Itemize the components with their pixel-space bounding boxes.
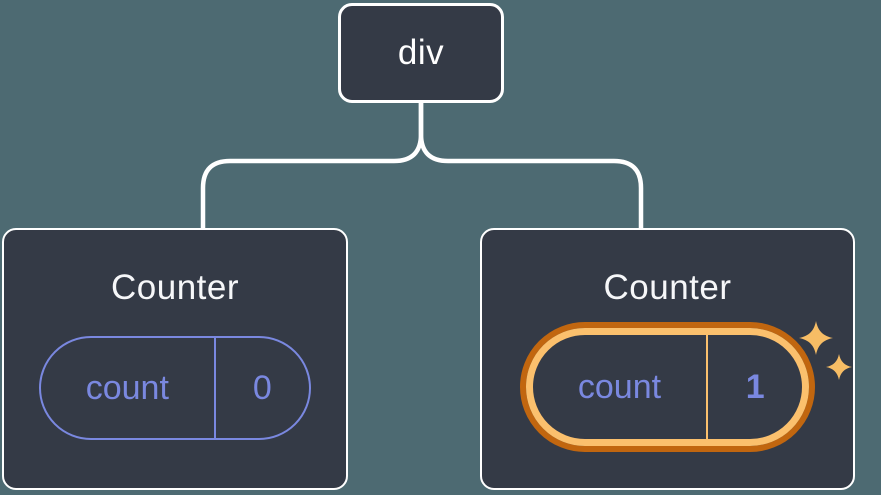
state-value: 0 (252, 368, 272, 407)
counter-card-right: Counter count 1 (480, 228, 855, 490)
sparkle-small (826, 354, 852, 380)
counter-title: Counter (110, 268, 240, 307)
sparkles-icon (799, 321, 852, 380)
connector-left-branch (200, 98, 424, 232)
state-key: count (85, 368, 169, 407)
state-key: count (577, 367, 662, 406)
state-pill-divider (213, 338, 216, 438)
state-value: 1 (745, 367, 765, 406)
state-pill-divider (705, 335, 709, 439)
sparkle-large (799, 321, 833, 355)
connector-right-branch (418, 98, 644, 232)
state-pill-highlighted: count 1 (526, 328, 809, 446)
state-pill: count 0 (39, 336, 311, 440)
state-pill-highlight-ring: count 1 (520, 322, 815, 452)
counter-title: Counter (603, 268, 732, 307)
root-node-div: div (338, 3, 504, 103)
counter-card-left: Counter count 0 (2, 228, 348, 490)
root-node-label: div (397, 33, 445, 72)
